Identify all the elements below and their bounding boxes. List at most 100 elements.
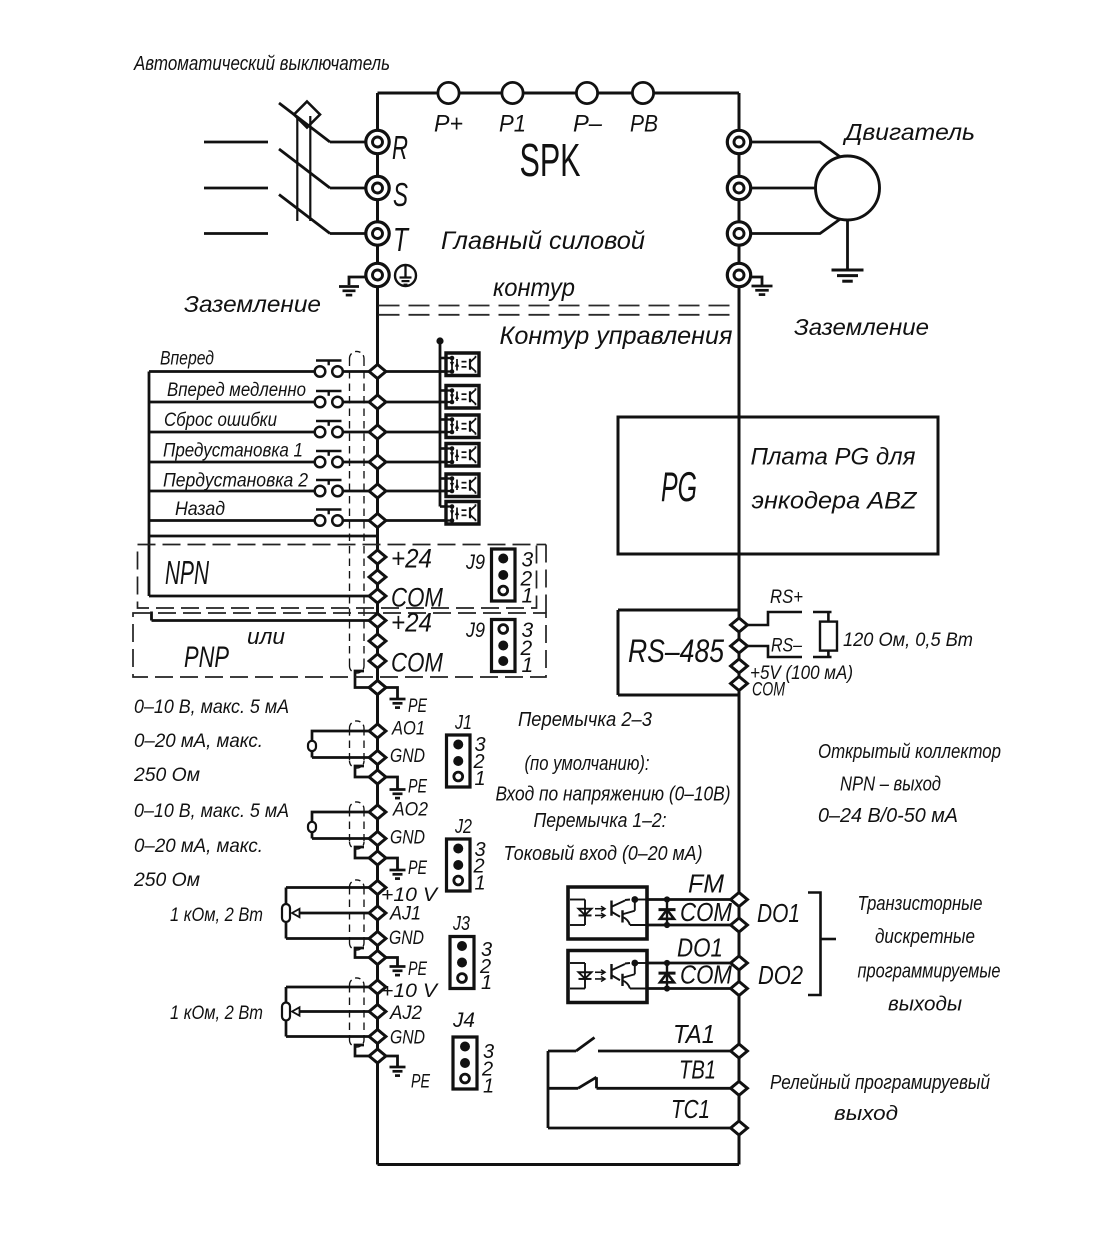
- svg-text:TB1: TB1: [679, 1055, 716, 1085]
- svg-text:энкодера ABZ: энкодера ABZ: [752, 488, 918, 515]
- svg-text:3: 3: [481, 939, 492, 961]
- svg-text:Токовый вход (0–20 мА): Токовый вход (0–20 мА): [504, 843, 703, 865]
- svg-text:1: 1: [522, 585, 534, 608]
- svg-text:FM: FM: [688, 869, 724, 899]
- svg-text:T: T: [393, 221, 410, 258]
- svg-text:3: 3: [522, 619, 534, 642]
- svg-text:Предустановка 1: Предустановка 1: [163, 441, 303, 462]
- svg-text:GND: GND: [390, 1028, 425, 1049]
- svg-text:2: 2: [473, 856, 485, 878]
- svg-text:программируемые: программируемые: [858, 961, 1001, 983]
- svg-text:+10 V: +10 V: [381, 981, 440, 1002]
- svg-text:PNP: PNP: [184, 641, 229, 674]
- svg-text:J9: J9: [465, 619, 485, 642]
- svg-text:J3: J3: [452, 913, 470, 935]
- svg-text:AO2: AO2: [392, 800, 428, 821]
- svg-text:J9: J9: [465, 551, 485, 574]
- svg-text:COM: COM: [680, 897, 732, 927]
- svg-text:1 кОм, 2 Вт: 1 кОм, 2 Вт: [170, 1003, 263, 1024]
- svg-text:+24: +24: [391, 544, 432, 574]
- svg-text:0–24 В/0-50 мА: 0–24 В/0-50 мА: [818, 805, 958, 827]
- svg-text:2: 2: [481, 1059, 493, 1081]
- svg-text:P1: P1: [499, 111, 526, 138]
- svg-text:COM: COM: [391, 583, 443, 613]
- svg-text:Релейный програмируевый: Релейный програмируевый: [770, 1072, 990, 1094]
- svg-text:COM: COM: [752, 680, 785, 701]
- svg-text:P–: P–: [573, 111, 603, 138]
- svg-text:GND: GND: [389, 928, 424, 949]
- svg-text:3: 3: [483, 1041, 494, 1063]
- svg-text:1: 1: [475, 768, 486, 790]
- svg-text:Перемычка 2–3: Перемычка 2–3: [518, 709, 652, 731]
- svg-text:DO2: DO2: [758, 960, 803, 990]
- svg-text:1: 1: [481, 972, 492, 994]
- svg-text:0–10 В, макс. 5 мА: 0–10 В, макс. 5 мА: [134, 801, 289, 822]
- svg-text:AO1: AO1: [391, 719, 425, 740]
- svg-text:COM: COM: [391, 648, 443, 678]
- svg-text:дискретные: дискретные: [875, 926, 975, 948]
- svg-text:(по умолчанию):: (по умолчанию):: [525, 753, 650, 775]
- svg-text:Автоматический выключатель: Автоматический выключатель: [133, 53, 390, 75]
- svg-text:1: 1: [522, 654, 534, 677]
- svg-text:Плата PG для: Плата PG для: [751, 444, 916, 471]
- svg-text:2: 2: [479, 956, 491, 978]
- svg-text:3: 3: [475, 839, 486, 861]
- svg-text:Назад: Назад: [175, 499, 225, 520]
- svg-text:1 кОм, 2 Вт: 1 кОм, 2 Вт: [170, 905, 263, 926]
- svg-text:J1: J1: [454, 712, 472, 734]
- svg-text:Главный силовой: Главный силовой: [441, 227, 645, 255]
- svg-text:TA1: TA1: [673, 1019, 715, 1049]
- svg-text:Заземление: Заземление: [184, 291, 321, 317]
- svg-text:Контур управления: Контур управления: [500, 322, 733, 350]
- svg-text:PE: PE: [411, 1072, 430, 1093]
- svg-text:J2: J2: [454, 816, 472, 838]
- svg-text:2: 2: [473, 751, 485, 773]
- svg-text:AJ1: AJ1: [389, 904, 421, 925]
- svg-text:выход: выход: [834, 1103, 898, 1125]
- svg-text:+5V (100 мА): +5V (100 мА): [750, 663, 853, 684]
- svg-text:2: 2: [520, 568, 533, 591]
- svg-text:Транзисторные: Транзисторные: [858, 893, 983, 915]
- svg-text:AJ2: AJ2: [389, 1003, 422, 1024]
- svg-text:Открытый коллектор: Открытый коллектор: [818, 741, 1001, 763]
- svg-text:TC1: TC1: [671, 1094, 710, 1124]
- svg-text:или: или: [247, 624, 285, 649]
- svg-text:Заземление: Заземление: [794, 314, 929, 340]
- svg-text:P+: P+: [434, 111, 463, 138]
- svg-text:PE: PE: [408, 777, 427, 798]
- svg-text:3: 3: [475, 734, 486, 756]
- svg-text:250 Ом: 250 Ом: [133, 765, 200, 786]
- svg-text:PE: PE: [408, 959, 427, 980]
- svg-text:Сброс ошибки: Сброс ошибки: [164, 410, 277, 431]
- svg-text:250 Ом: 250 Ом: [133, 870, 200, 891]
- svg-text:PE: PE: [408, 858, 427, 879]
- svg-text:DO1: DO1: [757, 898, 800, 928]
- svg-text:SPK: SPK: [520, 134, 581, 186]
- svg-text:PE: PE: [408, 696, 427, 717]
- svg-text:S: S: [393, 176, 408, 213]
- svg-text:выходы: выходы: [888, 994, 962, 1016]
- svg-text:+24: +24: [391, 608, 432, 638]
- svg-text:0–10 В, макс. 5 мА: 0–10 В, макс. 5 мА: [134, 697, 289, 718]
- svg-text:COM: COM: [680, 960, 732, 990]
- svg-text:RS–: RS–: [771, 636, 802, 657]
- svg-text:+10 V: +10 V: [381, 885, 440, 906]
- svg-text:NPN: NPN: [165, 554, 209, 591]
- svg-text:0–20 мА, макс.: 0–20 мА, макс.: [134, 836, 263, 857]
- svg-text:GND: GND: [390, 746, 425, 767]
- svg-text:Вперед: Вперед: [160, 349, 214, 370]
- svg-text:120 Ом, 0,5 Вт: 120 Ом, 0,5 Вт: [843, 630, 973, 651]
- svg-text:PB: PB: [630, 111, 658, 138]
- svg-text:DO1: DO1: [677, 933, 723, 963]
- svg-text:PG: PG: [661, 463, 697, 510]
- svg-text:0–20 мА, макс.: 0–20 мА, макс.: [134, 731, 263, 752]
- svg-text:3: 3: [522, 549, 534, 572]
- svg-text:1: 1: [483, 1076, 494, 1098]
- svg-text:RS–485: RS–485: [628, 633, 724, 669]
- svg-text:GND: GND: [390, 828, 425, 849]
- svg-text:Перемычка 1–2:: Перемычка 1–2:: [534, 810, 667, 832]
- svg-text:Вперед медленно: Вперед медленно: [167, 380, 306, 401]
- svg-text:NPN – выход: NPN – выход: [840, 774, 941, 796]
- svg-text:J4: J4: [452, 1009, 475, 1032]
- svg-text:2: 2: [520, 637, 533, 660]
